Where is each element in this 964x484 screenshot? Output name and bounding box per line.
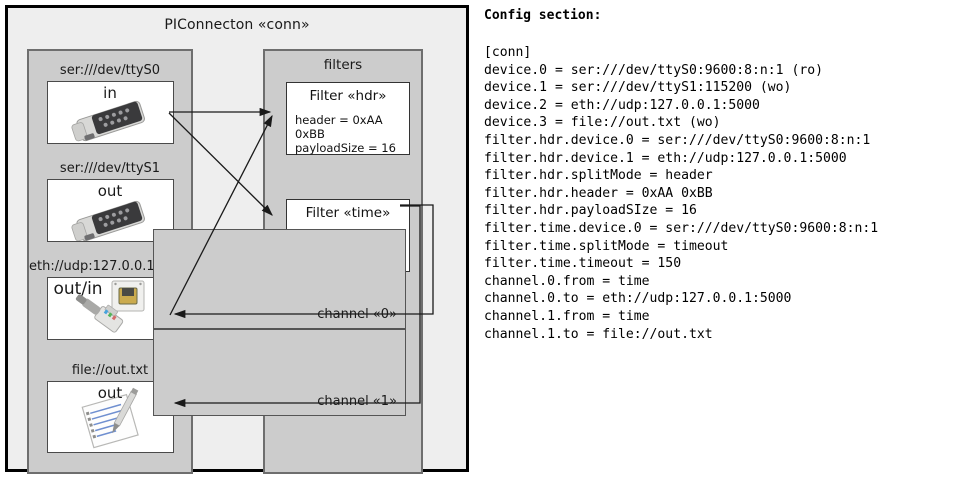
config-line: filter.hdr.payloadSIze = 16 (484, 203, 697, 219)
device-box-file[interactable]: out (46, 381, 174, 453)
config-line: [conn] (484, 45, 532, 60)
filter-title-hdr: Filter «hdr» (309, 88, 387, 104)
config-text-block: [conn] device.0 = ser:///dev/ttyS0:9600:8… (484, 44, 878, 343)
filter-props-hdr: header = 0xAA 0xBB payloadSize = 16 (295, 113, 409, 155)
device-box-serial0[interactable]: in (46, 81, 174, 144)
config-heading: Config section: (484, 8, 602, 23)
config-line: channel.1.from = time (484, 308, 650, 324)
channel-label-1: channel «1» (317, 394, 397, 409)
device-caption-ethernet: eth://udp:127.0.0.1:5000 (29, 259, 193, 274)
config-line: filter.hdr.device.1 = eth://udp:127.0.0.… (484, 150, 847, 166)
device-box-serial1[interactable]: out (46, 179, 174, 242)
device-caption-serial1: ser:///dev/ttyS1 (59, 161, 161, 176)
config-line: filter.time.timeout = 150 (484, 256, 682, 272)
device-label-ethernet: out/in (53, 279, 103, 299)
channel-box-1[interactable]: channel «1» (153, 329, 406, 416)
ethernet-plug-icon (75, 280, 144, 333)
config-line: filter.hdr.splitMode = header (484, 168, 713, 184)
config-section: Config section: [conn] device.0 = ser:///… (482, 0, 964, 484)
config-line: device.3 = file://out.txt (wo) (484, 115, 721, 131)
channel-label-0: channel «0» (317, 307, 397, 322)
device-label-serial0: in (103, 84, 117, 102)
config-line: device.2 = eth://udp:127.0.0.1:5000 (484, 97, 760, 113)
config-line: filter.hdr.device.0 = ser:///dev/ttyS0:9… (484, 132, 871, 148)
serial-port-icon (71, 100, 145, 142)
config-line: channel.0.from = time (484, 273, 650, 289)
devices-panel: ser:///dev/ttyS0 in (27, 49, 193, 474)
config-line: filter.hdr.header = 0xAA 0xBB (484, 185, 713, 201)
device-group-ethernet: eth://udp:127.0.0.1:5000 out/in (29, 259, 193, 340)
device-group-serial0: ser:///dev/ttyS0 in (29, 63, 191, 144)
text-file-icon (81, 387, 139, 449)
device-group-serial1: ser:///dev/ttyS1 out (29, 161, 191, 242)
architecture-diagram: PIConnecton «conn» ser:///dev/ttyS0 in (0, 0, 478, 484)
device-label-serial1: out (97, 182, 123, 200)
device-caption-file: file://out.txt (71, 363, 149, 378)
filter-prop: header = 0xAA 0xBB (295, 113, 383, 141)
device-box-ethernet[interactable]: out/in (46, 277, 174, 340)
device-label-file: out (97, 384, 123, 402)
serial-port-icon (71, 200, 145, 241)
config-line: filter.time.device.0 = ser:///dev/ttyS0:… (484, 220, 879, 236)
filters-panel: filters Filter «hdr» header = 0xAA 0xBB … (153, 49, 423, 474)
diagram-title: PIConnecton «conn» (164, 17, 310, 33)
config-line: channel.1.to = file://out.txt (484, 326, 713, 342)
config-line: channel.0.to = eth://udp:127.0.0.1:5000 (484, 291, 792, 307)
connector-outer-frame: PIConnecton «conn» ser:///dev/ttyS0 in (5, 5, 469, 474)
filter-title-time: Filter «time» (305, 205, 391, 221)
filter-prop: payloadSize = 16 (295, 141, 396, 155)
filter-box-hdr[interactable]: Filter «hdr» header = 0xAA 0xBB payloadS… (286, 82, 410, 155)
config-line: filter.time.splitMode = timeout (484, 238, 729, 254)
device-group-file: file://out.txt out (29, 363, 191, 453)
config-line: device.0 = ser:///dev/ttyS0:9600:8:n:1 (… (484, 62, 823, 78)
filters-panel-title: filters (323, 57, 363, 73)
channel-box-0[interactable]: channel «0» (153, 229, 406, 329)
config-line: device.1 = ser:///dev/ttyS1:115200 (wo) (484, 80, 792, 96)
device-caption-serial0: ser:///dev/ttyS0 (59, 63, 161, 78)
